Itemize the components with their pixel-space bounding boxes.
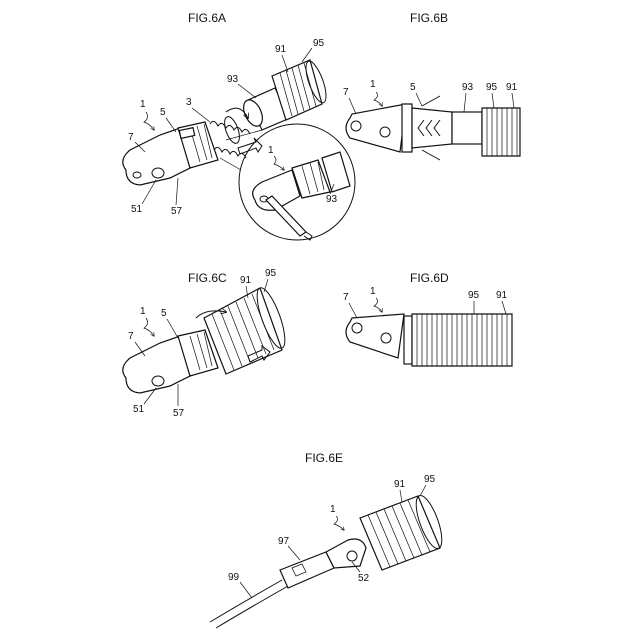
figure-6b-title: FIG.6B	[410, 11, 448, 25]
ref-5-6b: 5	[410, 82, 416, 93]
ref-91: 91	[275, 44, 287, 55]
figure-6a-title: FIG.6A	[188, 11, 226, 25]
ref-93-inset: 93	[326, 194, 338, 205]
ref-51: 51	[131, 204, 143, 215]
ref-51-6c: 51	[133, 404, 145, 415]
ref-97-6e: 97	[278, 536, 290, 547]
ref-57: 57	[171, 206, 183, 217]
ref-1-6e: 1	[330, 504, 336, 515]
ref-91-6b: 91	[506, 82, 518, 93]
ref-95-6d: 95	[468, 290, 480, 301]
ref-1-6c: 1	[140, 306, 146, 317]
corrugated-6e	[360, 496, 440, 570]
connector-6a	[123, 115, 250, 185]
figure-6a: FIG.6A	[123, 11, 355, 240]
ref-5-6c: 5	[161, 308, 167, 319]
cable-99	[210, 580, 282, 622]
ref-57-6c: 57	[173, 408, 185, 419]
ref-91-6e: 91	[394, 479, 406, 490]
corrugated-tube-6a	[240, 59, 330, 130]
ref-1-inset: 1	[268, 145, 274, 156]
ref-5: 5	[160, 107, 166, 118]
ref-99-6e: 99	[228, 572, 240, 583]
ref-7-6d: 7	[343, 292, 349, 303]
connector-6c	[123, 336, 190, 393]
ref-95: 95	[313, 38, 325, 49]
ref-1-6b: 1	[370, 79, 376, 90]
ref-91-6c: 91	[240, 275, 252, 286]
figure-6c: FIG.6C 91 95 1 5 7 51 57	[123, 268, 291, 419]
figure-6d-title: FIG.6D	[410, 271, 449, 285]
ref-1-6d: 1	[370, 286, 376, 297]
ref-3: 3	[186, 97, 192, 108]
collar-6b	[402, 104, 412, 152]
ref-95-6b: 95	[486, 82, 498, 93]
connector-plate-6d	[346, 314, 404, 358]
connector-6e	[326, 539, 366, 568]
figure-6e-title: FIG.6E	[305, 451, 343, 465]
ref-95-6c: 95	[265, 268, 277, 279]
hollow-arrow	[238, 138, 262, 154]
ref-7-6c: 7	[128, 331, 134, 342]
collar-6d	[404, 316, 412, 364]
ref-91-6d: 91	[496, 290, 508, 301]
ref-52-6e: 52	[358, 573, 370, 584]
figure-6e: FIG.6E 91 95 1 97 99 52	[210, 451, 447, 628]
crimp-terminal-97	[280, 552, 334, 588]
ref-93-6b: 93	[462, 82, 474, 93]
corrugated-6b	[482, 108, 520, 156]
ref-93: 93	[227, 74, 239, 85]
inset-detail-6a	[220, 124, 355, 240]
ref-7-6b: 7	[343, 87, 349, 98]
ref-1: 1	[140, 99, 146, 110]
figure-6d: FIG.6D 7 1 95 91	[343, 271, 512, 366]
ref-7: 7	[128, 132, 134, 143]
figure-6c-title: FIG.6C	[188, 271, 227, 285]
tube-93-6b	[452, 112, 482, 144]
figure-6b: FIG.6B 1 7 5 93 95 91	[343, 11, 520, 160]
ref-95-6e: 95	[424, 474, 436, 485]
